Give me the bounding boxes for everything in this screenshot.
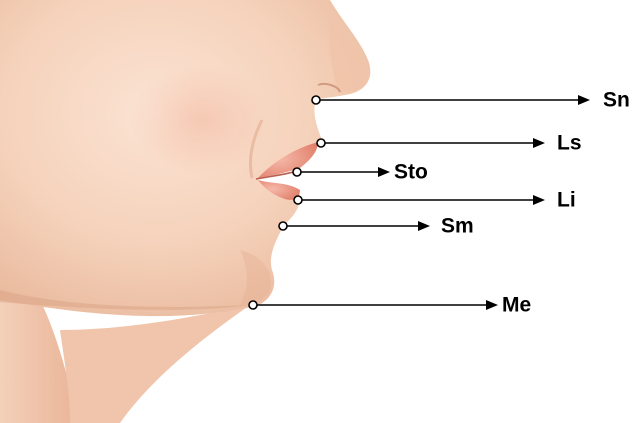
- cheek-blush: [130, 65, 270, 175]
- landmark-label-sm: Sm: [441, 215, 474, 238]
- landmark-me: Me: [249, 294, 531, 317]
- landmark-label-me: Me: [502, 294, 531, 317]
- arrowhead-icon: [486, 300, 498, 310]
- landmark-sm: Sm: [279, 215, 474, 238]
- landmark-label-sn: Sn: [603, 89, 630, 112]
- landmark-point-ls: [317, 139, 325, 147]
- landmark-point-me: [249, 301, 257, 309]
- arrowhead-icon: [578, 95, 590, 105]
- landmark-point-sto: [293, 168, 301, 176]
- arrowhead-icon: [418, 221, 430, 231]
- landmark-point-sn: [312, 96, 320, 104]
- landmark-point-li: [294, 196, 302, 204]
- landmark-ls: Ls: [317, 132, 582, 155]
- landmark-label-ls: Ls: [557, 132, 582, 155]
- arrowhead-icon: [533, 138, 545, 148]
- landmark-point-sm: [279, 222, 287, 230]
- landmark-li: Li: [294, 189, 576, 212]
- landmark-sto: Sto: [293, 161, 428, 184]
- landmark-label-li: Li: [557, 189, 576, 212]
- arrowhead-icon: [533, 195, 545, 205]
- arrowhead-icon: [378, 167, 390, 177]
- landmark-label-sto: Sto: [394, 161, 428, 184]
- neck-front: [60, 305, 250, 423]
- landmark-sn: Sn: [312, 89, 630, 112]
